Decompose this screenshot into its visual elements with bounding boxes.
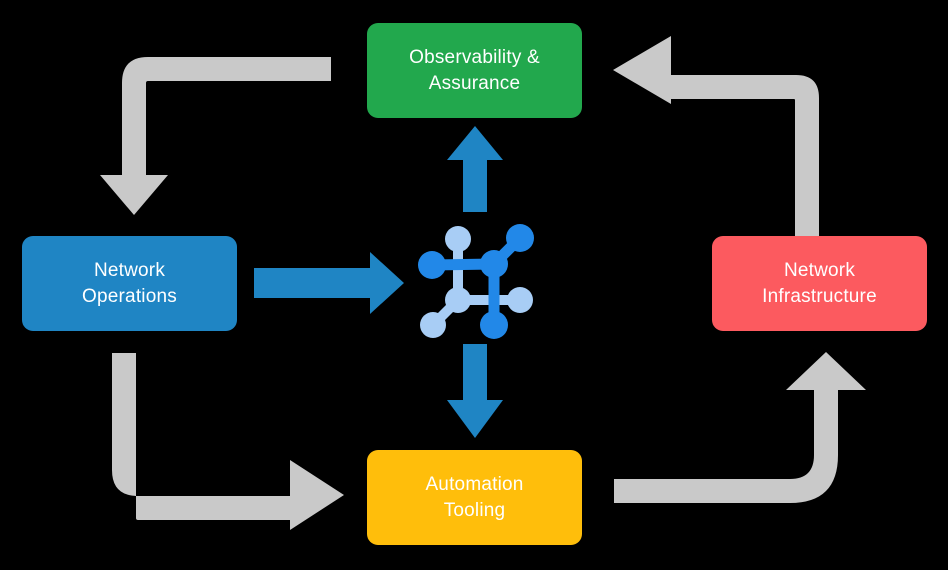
gray-arrow-infrastructure-to-observability [613, 36, 819, 236]
node-box-automation-tooling[interactable]: Automation Tooling [367, 450, 582, 545]
gray-arrow-observability-to-operations [100, 57, 331, 215]
blue-arrow-core-to-observability [447, 126, 503, 212]
node-label-network-operations: Network Operations [82, 259, 177, 307]
gray-arrow-operations-to-automation [112, 353, 344, 530]
network-topology-icon [418, 224, 534, 339]
node-box-network-infrastructure[interactable]: Network Infrastructure [712, 236, 927, 331]
blue-arrow-core-to-automation [447, 344, 503, 438]
node-label-observability-assurance: Observability & Assurance [409, 46, 540, 94]
gray-arrow-automation-to-infrastructure [614, 352, 866, 503]
node-label-network-infrastructure: Network Infrastructure [762, 259, 877, 307]
node-box-network-operations[interactable]: Network Operations [22, 236, 237, 331]
node-label-automation-tooling: Automation Tooling [425, 473, 524, 521]
blue-arrow-operations-to-core [254, 252, 404, 314]
node-box-observability-assurance[interactable]: Observability & Assurance [367, 23, 582, 118]
